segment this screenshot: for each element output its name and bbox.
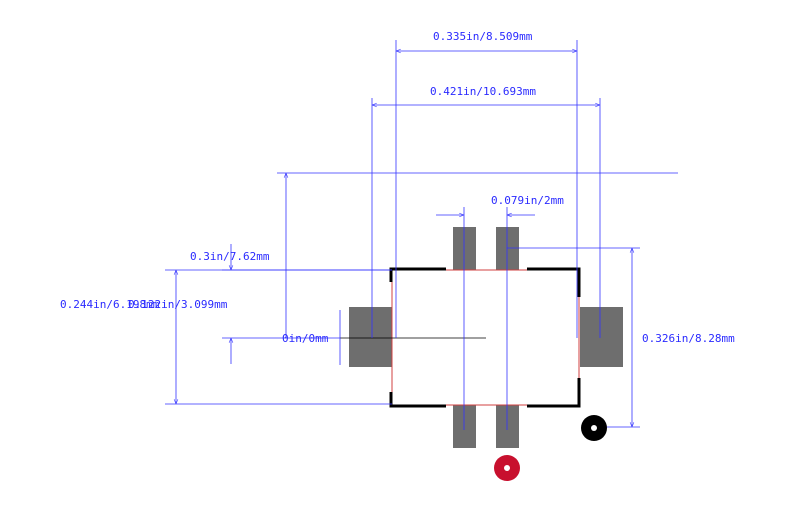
pads	[349, 227, 623, 448]
pin1-marker	[494, 455, 520, 481]
label-pitch: 0.079in/2mm	[491, 194, 564, 207]
pad-right	[580, 307, 623, 367]
label-right-height: 0.326in/8.28mm	[642, 332, 735, 345]
label-span-width: 0.421in/10.693mm	[430, 85, 536, 98]
pad-top-left	[453, 227, 476, 270]
body-outline	[391, 269, 580, 406]
label-top-offset: 0.3in/7.62mm	[190, 250, 270, 263]
label-pad-offset: 0.122in/3.099mm	[128, 298, 228, 311]
origin-marker	[581, 415, 607, 441]
dimension-lines	[165, 40, 678, 430]
label-center: 0in/0mm	[282, 332, 329, 345]
pad-bottom-right	[496, 405, 519, 448]
pad-bottom-left	[453, 405, 476, 448]
pad-left	[349, 307, 392, 367]
label-overall-width: 0.335in/8.509mm	[433, 30, 533, 43]
pad-top-right	[496, 227, 519, 270]
label-body-height: 0.244in/6.198mm	[60, 298, 160, 311]
silkscreen	[389, 267, 581, 408]
